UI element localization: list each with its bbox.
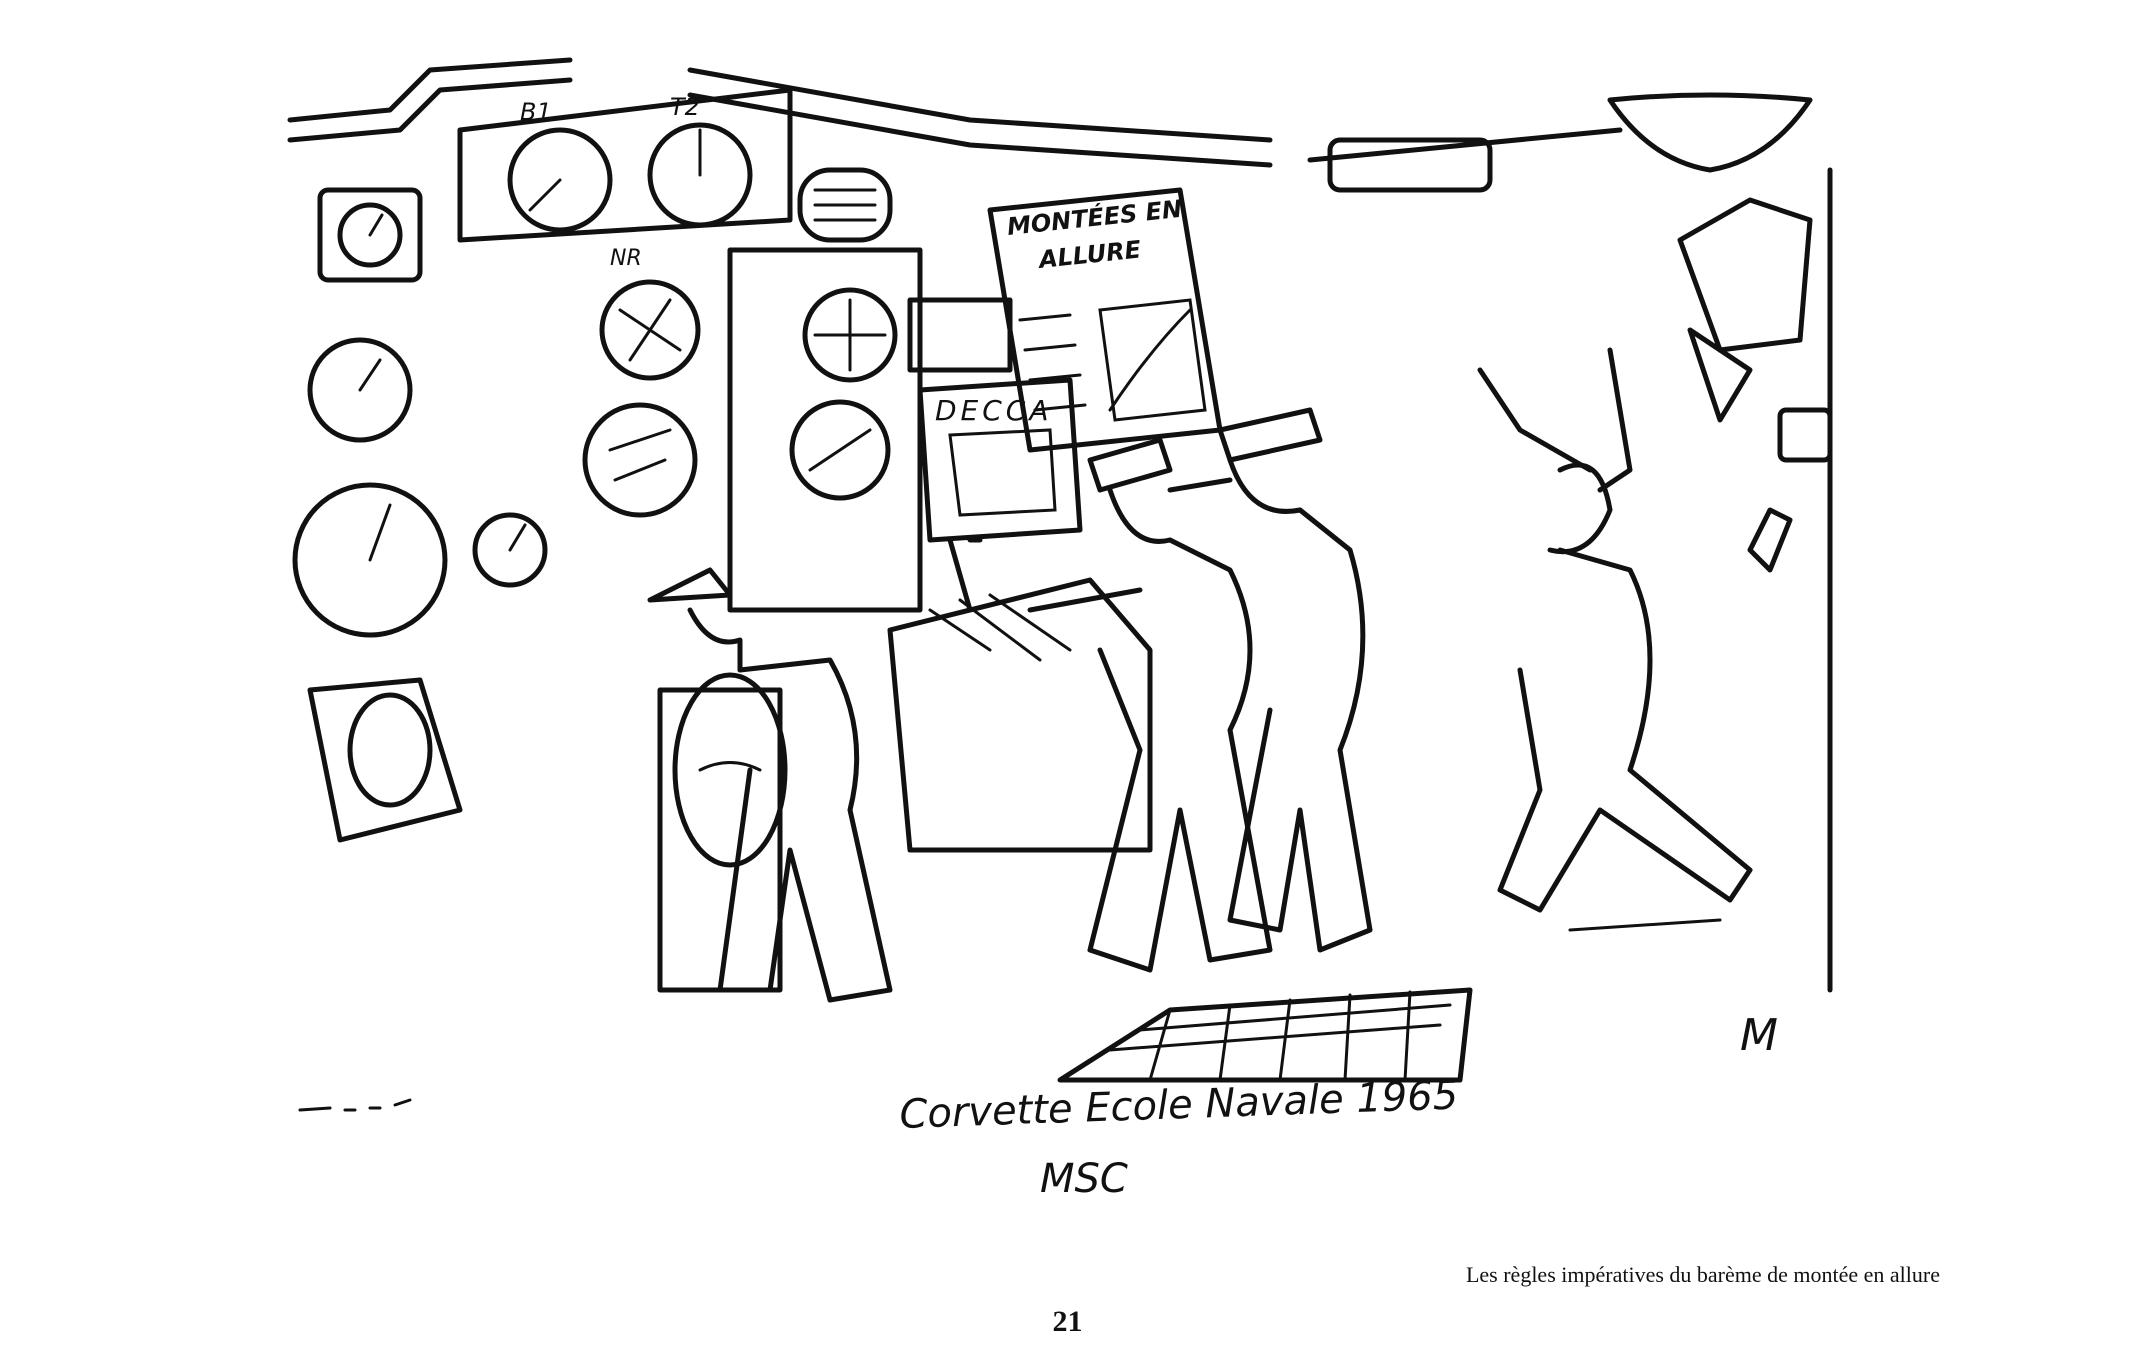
radar-box [307,677,463,843]
artist-signature: M [1740,1010,1778,1061]
sailor-2-cap [1087,437,1173,493]
gauge-panel-top [457,87,793,243]
gauge-label-b1: B1 [520,98,552,126]
sailor-1-cap [647,567,733,603]
decca-console [917,377,1083,543]
control-desk [887,577,1153,853]
gauge-b1 [507,127,613,233]
inscription-line1: Corvette Ecole Navale 1965 [899,1073,1459,1138]
ceiling-lamp [1607,92,1813,173]
wall-notice [1677,197,1813,353]
cartoon-drawing: B1 T2 NR MONTÉES EN ALLURE DECCA [287,57,1833,1202]
gauge-nr [599,279,701,381]
ceiling-duct [1327,137,1493,193]
gauge-t2 [647,122,753,228]
ceiling-pipe-middle [687,67,1273,143]
gauge-box-left [317,187,423,283]
gauge-left-large [292,482,448,638]
cartoon-illustration: B1 T2 NR MONTÉES EN ALLURE DECCA [270,50,1870,1240]
page-caption: Les règles impératives du barème de mont… [1465,1262,1940,1287]
page-number: 21 [1052,1305,1083,1338]
gauge-left-middle [307,337,413,443]
captain-arms [1477,347,1633,493]
officer-head [1227,457,1303,514]
captain-head [1547,462,1613,555]
throttle-lever [947,537,983,613]
gauge-label-t2: T2 [670,93,700,121]
ships-wheel [672,672,788,868]
gauge-label-nr: NR [610,246,642,271]
officer-cap [1217,407,1323,463]
sailor-2-body [1087,537,1273,973]
sailor-2-head [1107,487,1173,544]
radar-screen [907,297,1013,373]
wall-microphone [1747,507,1793,573]
sailor-1-body [717,657,893,1003]
chart-sign-title-line2: ALLURE [1036,235,1143,274]
decca-console-label: DECCA [935,394,1053,427]
ceiling-pipe-left [287,57,573,123]
vent-grille [797,167,893,243]
floor-grating [1057,987,1473,1083]
inscription-line2: MSC [1040,1156,1128,1202]
chart-sign-graph [1098,298,1207,422]
officer-body [1227,507,1373,953]
scribble-mark [298,1098,412,1112]
sailor-1-head [687,607,743,673]
captain-body [1497,547,1753,913]
instrument-panel-middle [727,247,923,613]
